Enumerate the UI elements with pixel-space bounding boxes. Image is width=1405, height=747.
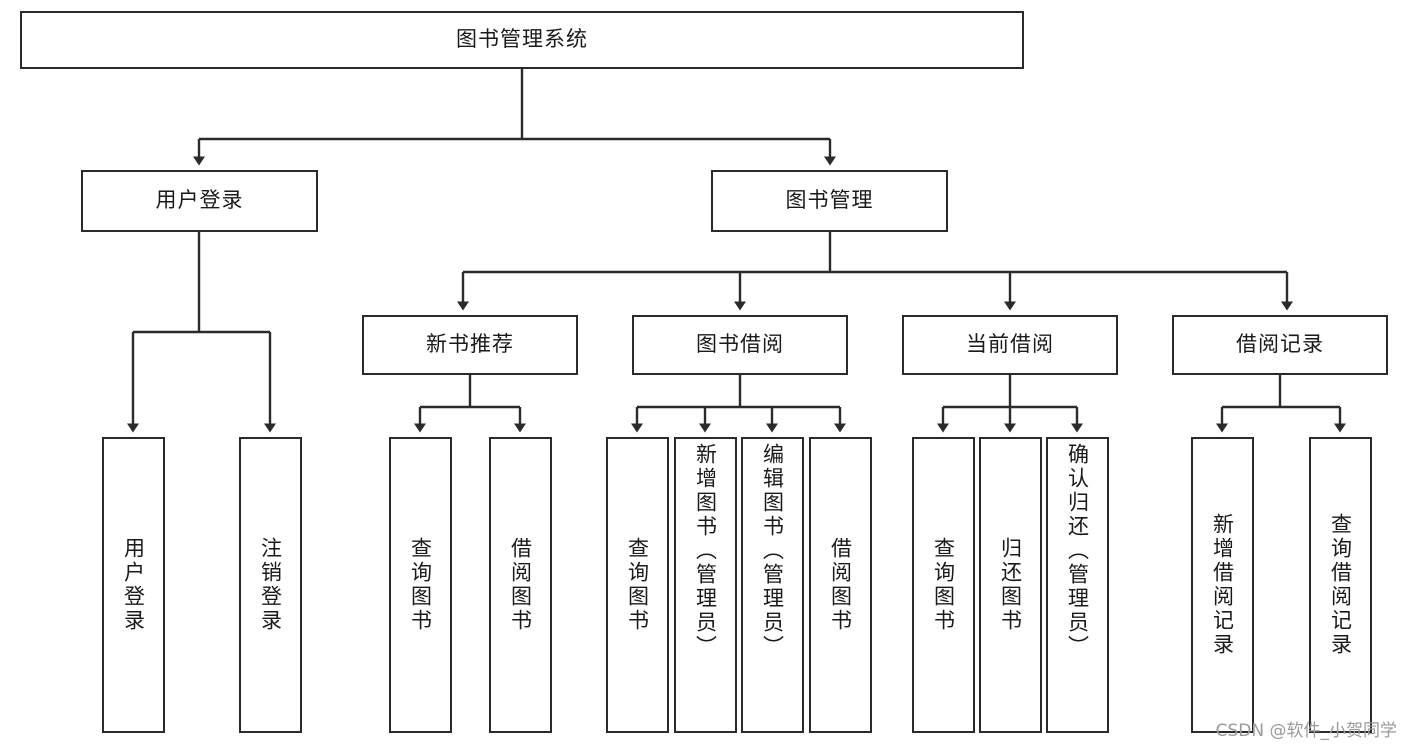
leaf-borrow-book-1[interactable]: 借阅图书: [489, 437, 552, 733]
node-book-management[interactable]: 图书管理: [711, 170, 948, 232]
node-user-login[interactable]: 用户登录: [81, 170, 318, 232]
csdn-watermark: CSDN @软件_小贺同学: [1215, 721, 1397, 741]
node-book-borrow[interactable]: 图书借阅: [632, 315, 848, 375]
node-book-management-system[interactable]: 图书管理系统: [20, 11, 1024, 69]
leaf-user-login[interactable]: 用户登录: [102, 437, 165, 733]
leaf-logout-login[interactable]: 注销登录: [239, 437, 302, 733]
leaf-query-book-2[interactable]: 查询图书: [606, 437, 669, 733]
leaf-confirm-return-admin[interactable]: 确认归还（管理员）: [1046, 437, 1109, 733]
leaf-edit-book-admin[interactable]: 编辑图书（管理员）: [741, 437, 804, 733]
leaf-return-book[interactable]: 归还图书: [979, 437, 1042, 733]
leaf-query-borrow-record[interactable]: 查询借阅记录: [1309, 437, 1372, 733]
leaf-borrow-book-2[interactable]: 借阅图书: [809, 437, 872, 733]
leaf-add-borrow-record[interactable]: 新增借阅记录: [1191, 437, 1254, 733]
leaf-query-book-3[interactable]: 查询图书: [912, 437, 975, 733]
leaf-query-book-1[interactable]: 查询图书: [389, 437, 452, 733]
node-new-book-recommend[interactable]: 新书推荐: [362, 315, 578, 375]
leaf-add-book-admin[interactable]: 新增图书（管理员）: [674, 437, 737, 733]
node-borrow-record[interactable]: 借阅记录: [1172, 315, 1388, 375]
node-current-borrow[interactable]: 当前借阅: [902, 315, 1118, 375]
